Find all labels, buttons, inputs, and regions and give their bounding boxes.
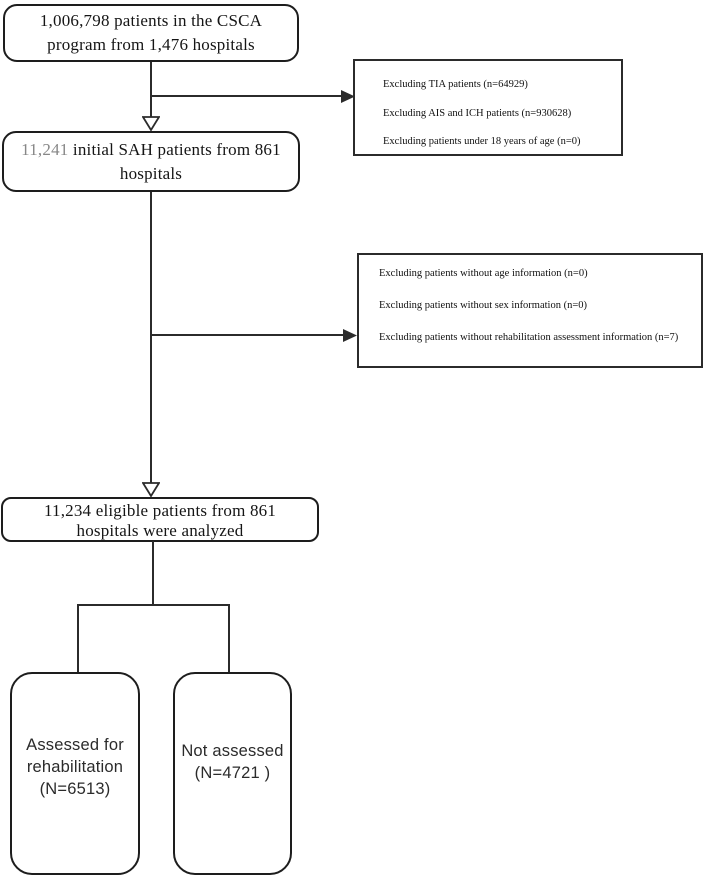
connector-split-to-not-assessed bbox=[228, 604, 230, 672]
box-assessed-count: (N=6513) bbox=[39, 779, 111, 798]
connector-initial-to-eligible bbox=[150, 192, 152, 484]
connector-branch-to-exclusion1 bbox=[151, 95, 342, 97]
box-eligible-line2: hospitals were analyzed bbox=[76, 521, 244, 540]
box-exclusion-2: Excluding patients without age informati… bbox=[357, 253, 703, 368]
exclusion2-item: Excluding patients without rehabilitatio… bbox=[379, 332, 679, 343]
box-initial-line1: 11,241 initial SAH patients from 861 bbox=[21, 138, 281, 162]
connector-split-horizontal bbox=[77, 604, 230, 606]
box-initial-line1-rest: initial SAH patients from 861 bbox=[68, 139, 281, 159]
box-exclusion-1: Excluding TIA patients (n=64929) Excludi… bbox=[353, 59, 623, 156]
exclusion1-item: Excluding TIA patients (n=64929) bbox=[383, 79, 528, 90]
box-not-assessed-line1: Not assessed bbox=[181, 741, 284, 760]
connector-top-to-initial bbox=[150, 62, 152, 118]
exclusion2-item: Excluding patients without age informati… bbox=[379, 268, 588, 279]
box-assessed-line1: Assessed for bbox=[26, 735, 124, 754]
arrowhead-right-filled-icon bbox=[343, 329, 357, 342]
box-eligible-line1: 11,234 eligible patients from 861 bbox=[43, 501, 277, 520]
exclusion1-item: Excluding patients under 18 years of age… bbox=[383, 136, 581, 147]
box-eligible-analyzed: 11,234 eligible patients from 861 hospit… bbox=[1, 497, 319, 542]
arrowhead-down-open-icon bbox=[142, 116, 160, 131]
exclusion1-item: Excluding AIS and ICH patients (n=930628… bbox=[383, 107, 572, 119]
connector-branch-to-exclusion2 bbox=[151, 334, 344, 336]
exclusion2-item: Excluding patients without sex informati… bbox=[379, 300, 588, 311]
box-assessed-line2: rehabilitation bbox=[26, 757, 124, 776]
box-csca-line1: 1,006,798 patients in the CSCA bbox=[39, 11, 263, 30]
arrowhead-right-filled-icon bbox=[341, 90, 355, 103]
connector-split-to-assessed bbox=[77, 604, 79, 672]
box-initial-sah: 11,241 initial SAH patients from 861 hos… bbox=[2, 131, 300, 192]
connector-eligible-to-split bbox=[152, 541, 154, 606]
box-not-assessed: Not assessed (N=4721 ) bbox=[173, 672, 292, 875]
initial-patient-count: 11,241 bbox=[21, 139, 69, 159]
box-csca-program: 1,006,798 patients in the CSCA program f… bbox=[3, 4, 299, 62]
arrowhead-down-open-icon bbox=[142, 482, 160, 497]
box-assessed-rehabilitation: Assessed for rehabilitation (N=6513) bbox=[10, 672, 140, 875]
box-initial-line2: hospitals bbox=[119, 163, 183, 183]
box-not-assessed-count: (N=4721 ) bbox=[194, 763, 271, 782]
box-csca-line2: program from 1,476 hospitals bbox=[47, 35, 255, 54]
